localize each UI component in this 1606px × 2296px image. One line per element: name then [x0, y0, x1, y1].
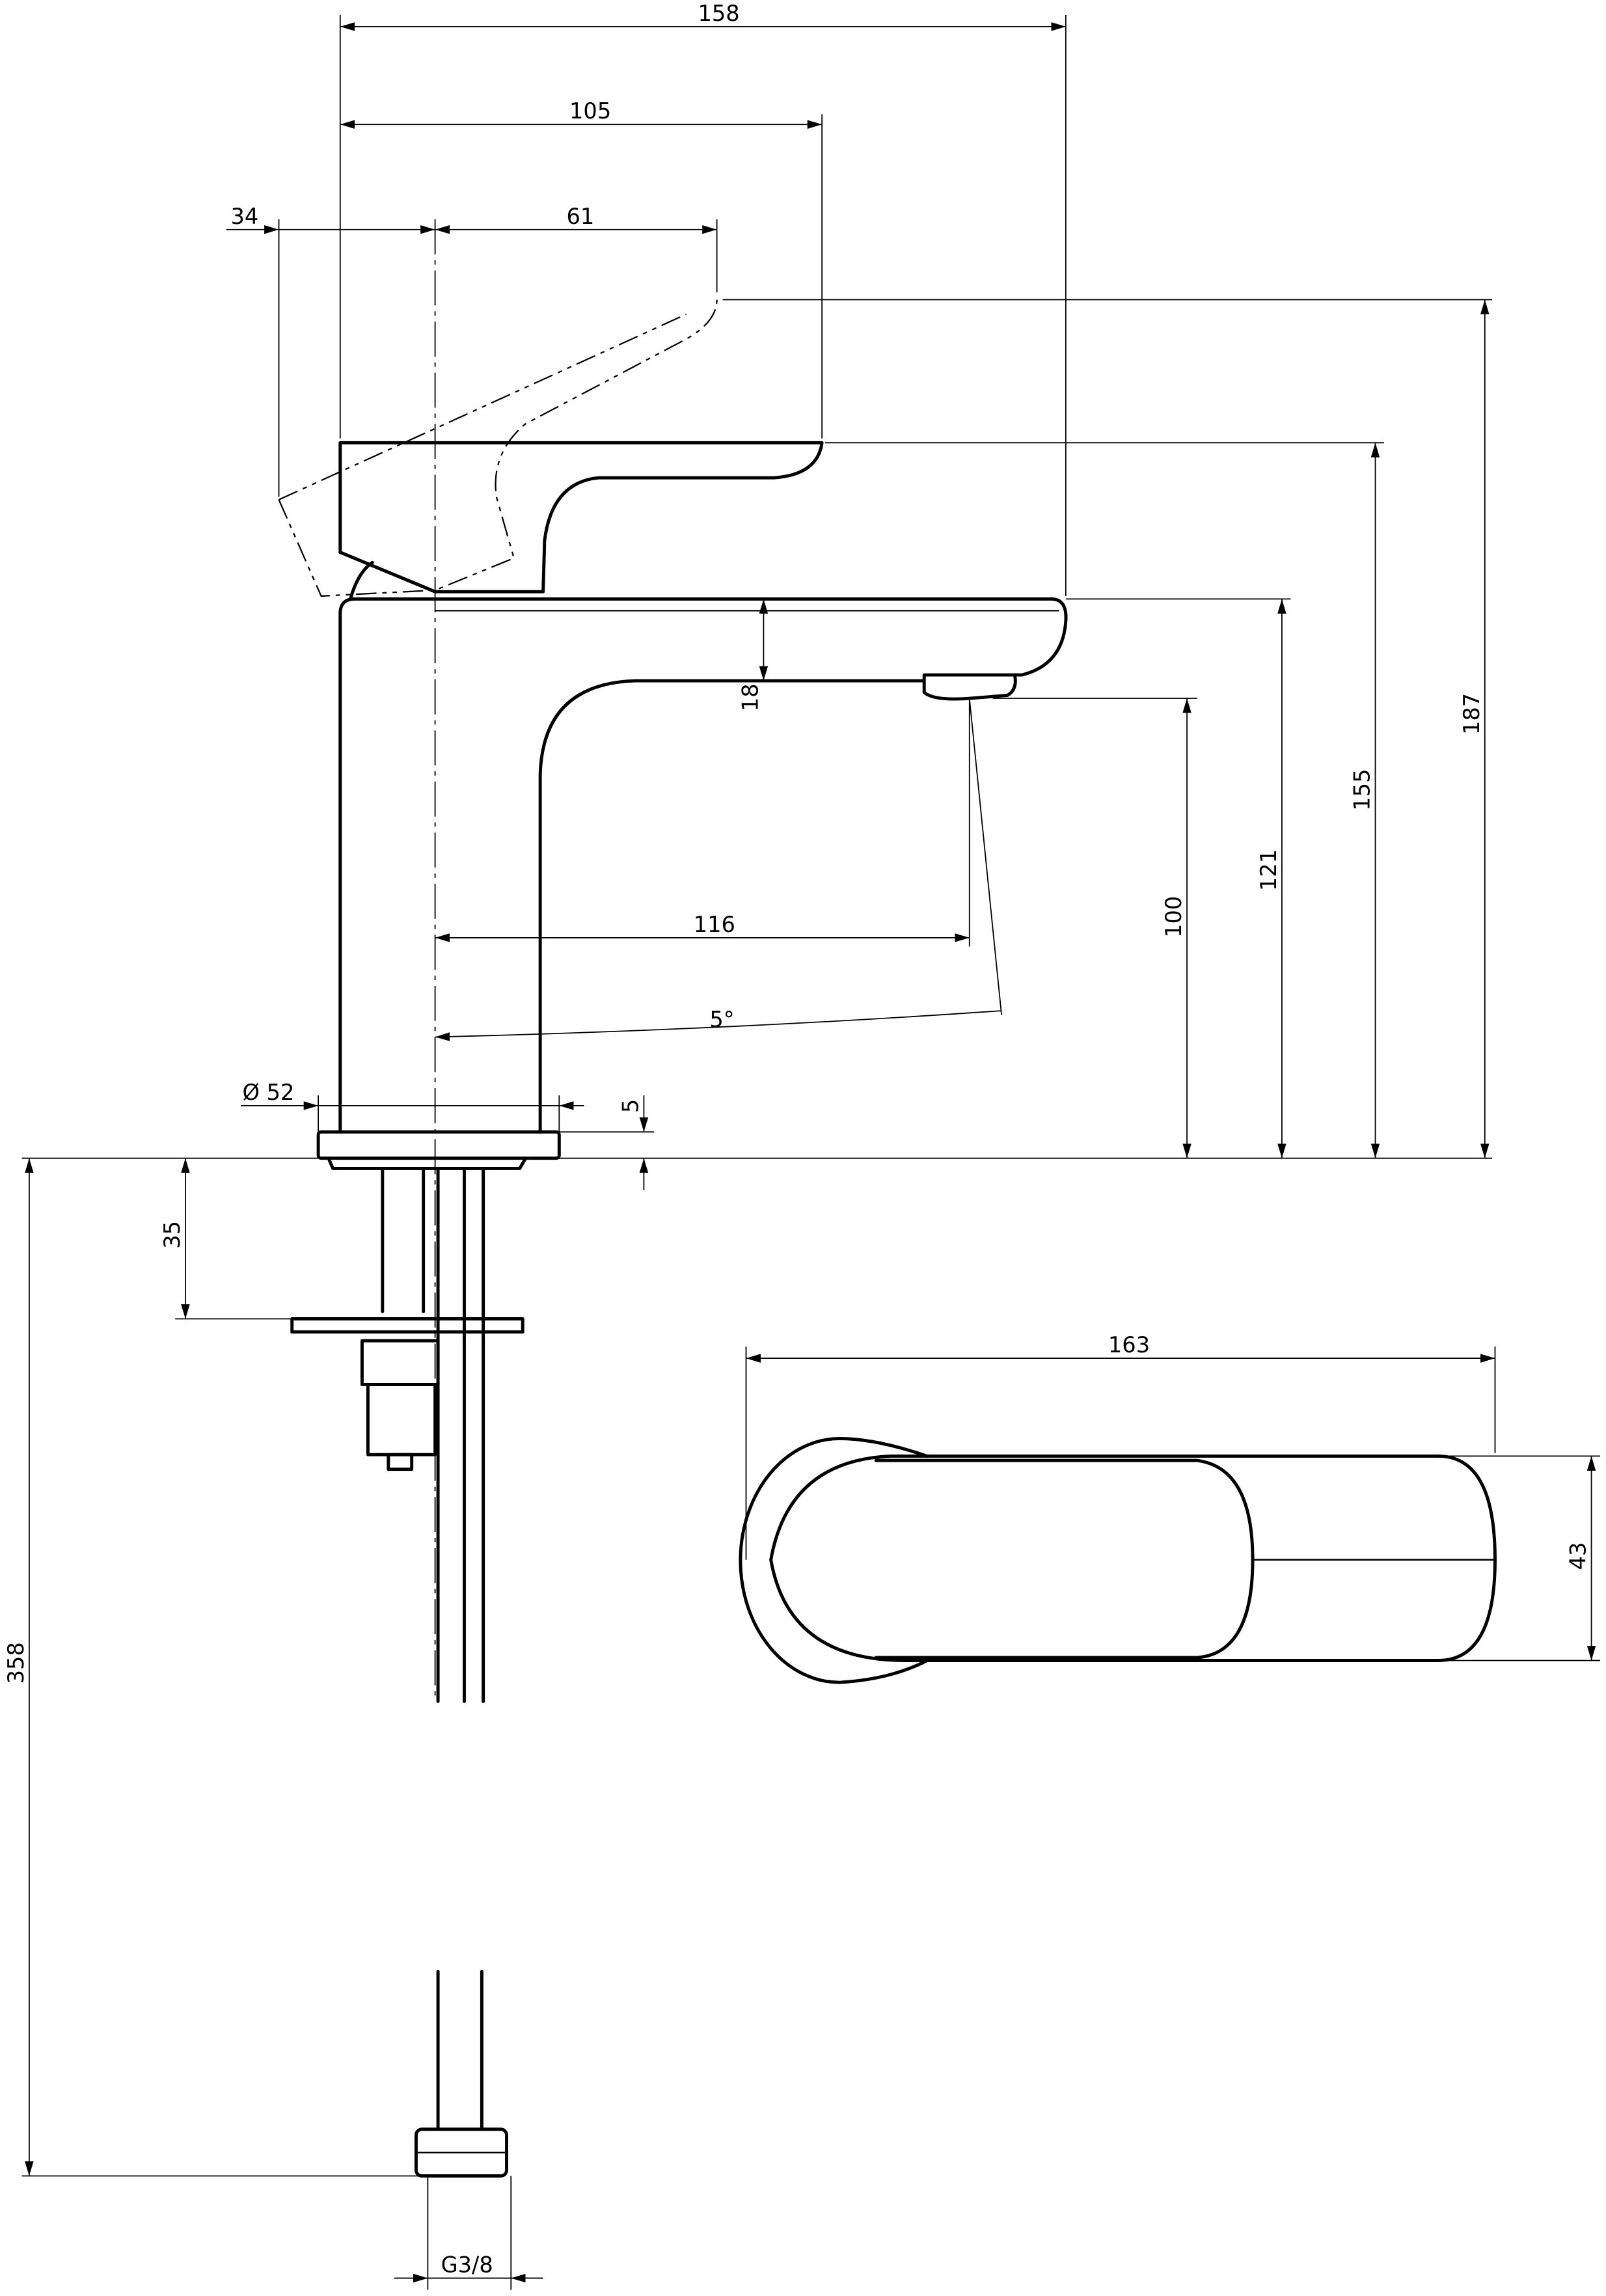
dim-g3-8: G3/8	[441, 2252, 493, 2278]
dim-163: 163	[1108, 1332, 1150, 1358]
dim-34: 34	[230, 204, 258, 229]
dim-358: 358	[3, 1642, 29, 1684]
alt-handle-position	[278, 299, 718, 597]
spout-body	[338, 597, 1068, 1134]
dim-5-degrees: 5°	[709, 1007, 734, 1032]
dim-43: 43	[1566, 1542, 1591, 1570]
dim-116: 116	[694, 912, 735, 937]
extension-lines	[21, 14, 1601, 2290]
dimension-labels: 158 105 34 61 187 155 121 100 18 116 5° …	[3, 1, 1591, 2278]
dim-diameter-52: Ø 52	[242, 1080, 294, 1105]
dim-187: 187	[1459, 693, 1484, 735]
dim-105: 105	[569, 98, 611, 124]
dim-121: 121	[1256, 849, 1281, 891]
faucet-top-view	[739, 1437, 1497, 1684]
handle	[338, 441, 824, 594]
base-plate	[316, 1130, 561, 1160]
dim-35: 35	[159, 1221, 185, 1249]
dim-155: 155	[1350, 769, 1375, 811]
hose-connector	[414, 1969, 509, 2178]
dim-61: 61	[567, 204, 595, 229]
faucet-side-view	[278, 299, 1068, 2178]
dimension-lines	[25, 22, 1596, 2283]
shank-and-hoses	[290, 1166, 524, 1703]
dim-5: 5	[618, 1099, 643, 1113]
dim-158: 158	[698, 1, 739, 26]
aerator	[922, 673, 1017, 701]
dim-18: 18	[737, 683, 763, 711]
dim-100: 100	[1161, 896, 1186, 938]
